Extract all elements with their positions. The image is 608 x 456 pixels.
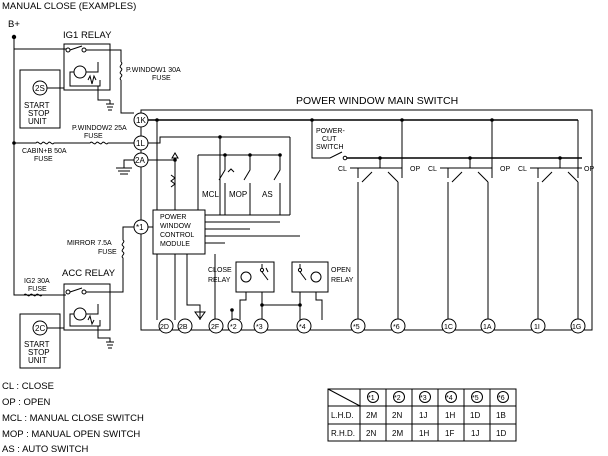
ig1-coil (73, 65, 87, 79)
main-switch-box (140, 109, 593, 331)
legend-op: OP : OPEN (2, 397, 51, 408)
mcl-switch-label: MCL (202, 190, 219, 199)
power-cut-label-2: CUT (322, 136, 337, 143)
table-cell: 1B (496, 411, 506, 420)
ssu-lower-line1: START (24, 340, 50, 349)
table-header-2: *2 (394, 395, 401, 402)
close-relay-label-2: RELAY (208, 277, 231, 284)
switch-group-3: CL OP (518, 158, 594, 320)
switch-group-2: CL OP (428, 158, 510, 320)
pwcm-line2: WINDOW (160, 223, 191, 230)
open-relay-label-1: OPEN (331, 267, 351, 274)
svg-text:OP: OP (584, 166, 594, 173)
legend-mcl: MCL : MANUAL CLOSE SWITCH (2, 413, 144, 424)
svg-text:OP: OP (410, 166, 420, 173)
fuse-pwindow1-sub: FUSE (152, 75, 171, 82)
pin-table: *1 *2 *3 *4 *5 *6 L.H.D. 2M 2N 1J 1H 1D … (327, 388, 517, 442)
conn-1L-label: 1L (136, 139, 145, 148)
ssu-upper-line2: STOP (28, 109, 50, 118)
legend-cl: CL : CLOSE (2, 381, 54, 392)
svg-text:2D: 2D (160, 324, 169, 331)
table-cell: 1J (419, 411, 427, 420)
pin-2C-label: 2C (35, 324, 45, 333)
close-relay-label-1: CLOSE (208, 267, 232, 274)
table-cell: 2M (392, 429, 403, 438)
pwcm-line3: CONTROL (160, 232, 194, 239)
mop-switch-label: MOP (229, 190, 247, 199)
table-header-3: *3 (420, 395, 427, 402)
bottom-connectors: 2D 2B 2F *2 *3 *4 *5 *6 1C 1A 1I 1G (158, 318, 586, 334)
svg-text:*2: *2 (230, 324, 237, 331)
table-cell: 1D (470, 411, 480, 420)
fuse-mirror-label: MIRROR 7.5A (67, 240, 112, 247)
power-cut-label-1: POWER- (316, 128, 345, 135)
ssu-upper-line3: UNIT (28, 117, 47, 126)
table-cell: 1J (471, 429, 479, 438)
fuse-cabin-label: CABIN+B 50A (22, 148, 67, 155)
svg-text:1C: 1C (444, 324, 453, 331)
svg-text:1G: 1G (572, 324, 581, 331)
open-relay-label-2: RELAY (331, 277, 354, 284)
acc-relay-label: ACC RELAY (62, 268, 116, 279)
fuse-ig2-sub: FUSE (28, 286, 47, 293)
main-switch-label: POWER WINDOW MAIN SWITCH (296, 95, 458, 107)
table-header-1: *1 (368, 395, 375, 402)
ig1-relay-label: IG1 RELAY (63, 30, 112, 41)
table-cell: 1H (419, 429, 429, 438)
svg-text:CL: CL (338, 166, 347, 173)
svg-text:*5: *5 (353, 324, 360, 331)
svg-text:*4: *4 (299, 324, 306, 331)
diagram-title: MANUAL CLOSE (EXAMPLES) (2, 1, 136, 12)
fuse-pwindow2-sub: FUSE (84, 133, 103, 140)
as-switch-label: AS (262, 190, 273, 199)
power-cut-label-3: SWITCH (316, 144, 344, 151)
acc-relay-box (63, 283, 111, 331)
svg-text:*3: *3 (256, 324, 263, 331)
table-cell: 1F (445, 429, 454, 438)
ssu-lower-line2: STOP (28, 348, 50, 357)
fuse-pwindow1-label: P.WINDOW1 30A (126, 67, 181, 74)
start-stop-unit-upper (19, 69, 61, 129)
svg-text:1I: 1I (534, 324, 540, 331)
fuse-ig2-label: IG2 30A (24, 278, 50, 285)
ssu-lower-line3: UNIT (28, 356, 47, 365)
svg-text:*6: *6 (393, 324, 400, 331)
fuse-cabin-sub: FUSE (34, 156, 53, 163)
ssu-upper-line1: START (24, 101, 50, 110)
open-relay-box (291, 261, 329, 293)
svg-text:OP: OP (500, 166, 510, 173)
fuse-mirror-sub: FUSE (98, 249, 117, 256)
table-header-6: *6 (498, 395, 505, 402)
supply-label: B+ (8, 19, 20, 30)
table-cell: 2N (392, 411, 402, 420)
conn-star1-label: *1 (136, 223, 144, 232)
table-cell: 1D (496, 429, 506, 438)
switch-group-1: CL OP (338, 158, 420, 320)
svg-text:2B: 2B (179, 324, 188, 331)
table-header-4: *4 (446, 395, 453, 402)
svg-text:2F: 2F (211, 324, 219, 331)
table-row-rhd-label: R.H.D. (331, 429, 355, 438)
pwcm-box (152, 209, 206, 255)
acc-coil (73, 307, 87, 321)
pwcm-line4: MODULE (160, 241, 190, 248)
svg-text:CL: CL (518, 166, 527, 173)
pwcm-line1: POWER (160, 214, 186, 221)
fuse-pwindow2-label: P.WINDOW2 25A (72, 125, 127, 132)
conn-2A-label: 2A (135, 156, 145, 165)
table-header-5: *5 (472, 395, 479, 402)
table-cell: 2N (366, 429, 376, 438)
legend: CL : CLOSE OP : OPEN MCL : MANUAL CLOSE … (2, 381, 144, 455)
pin-2S-label: 2S (35, 84, 45, 93)
table-cell: 1H (445, 411, 455, 420)
svg-text:CL: CL (428, 166, 437, 173)
svg-text:1A: 1A (483, 324, 492, 331)
conn-1K-label: 1K (136, 116, 146, 125)
legend-as: AS : AUTO SWITCH (2, 444, 89, 455)
legend-mop: MOP : MANUAL OPEN SWITCH (2, 429, 140, 440)
ig1-relay-box (63, 43, 111, 91)
table-row-lhd-label: L.H.D. (331, 411, 354, 420)
table-cell: 2M (366, 411, 377, 420)
